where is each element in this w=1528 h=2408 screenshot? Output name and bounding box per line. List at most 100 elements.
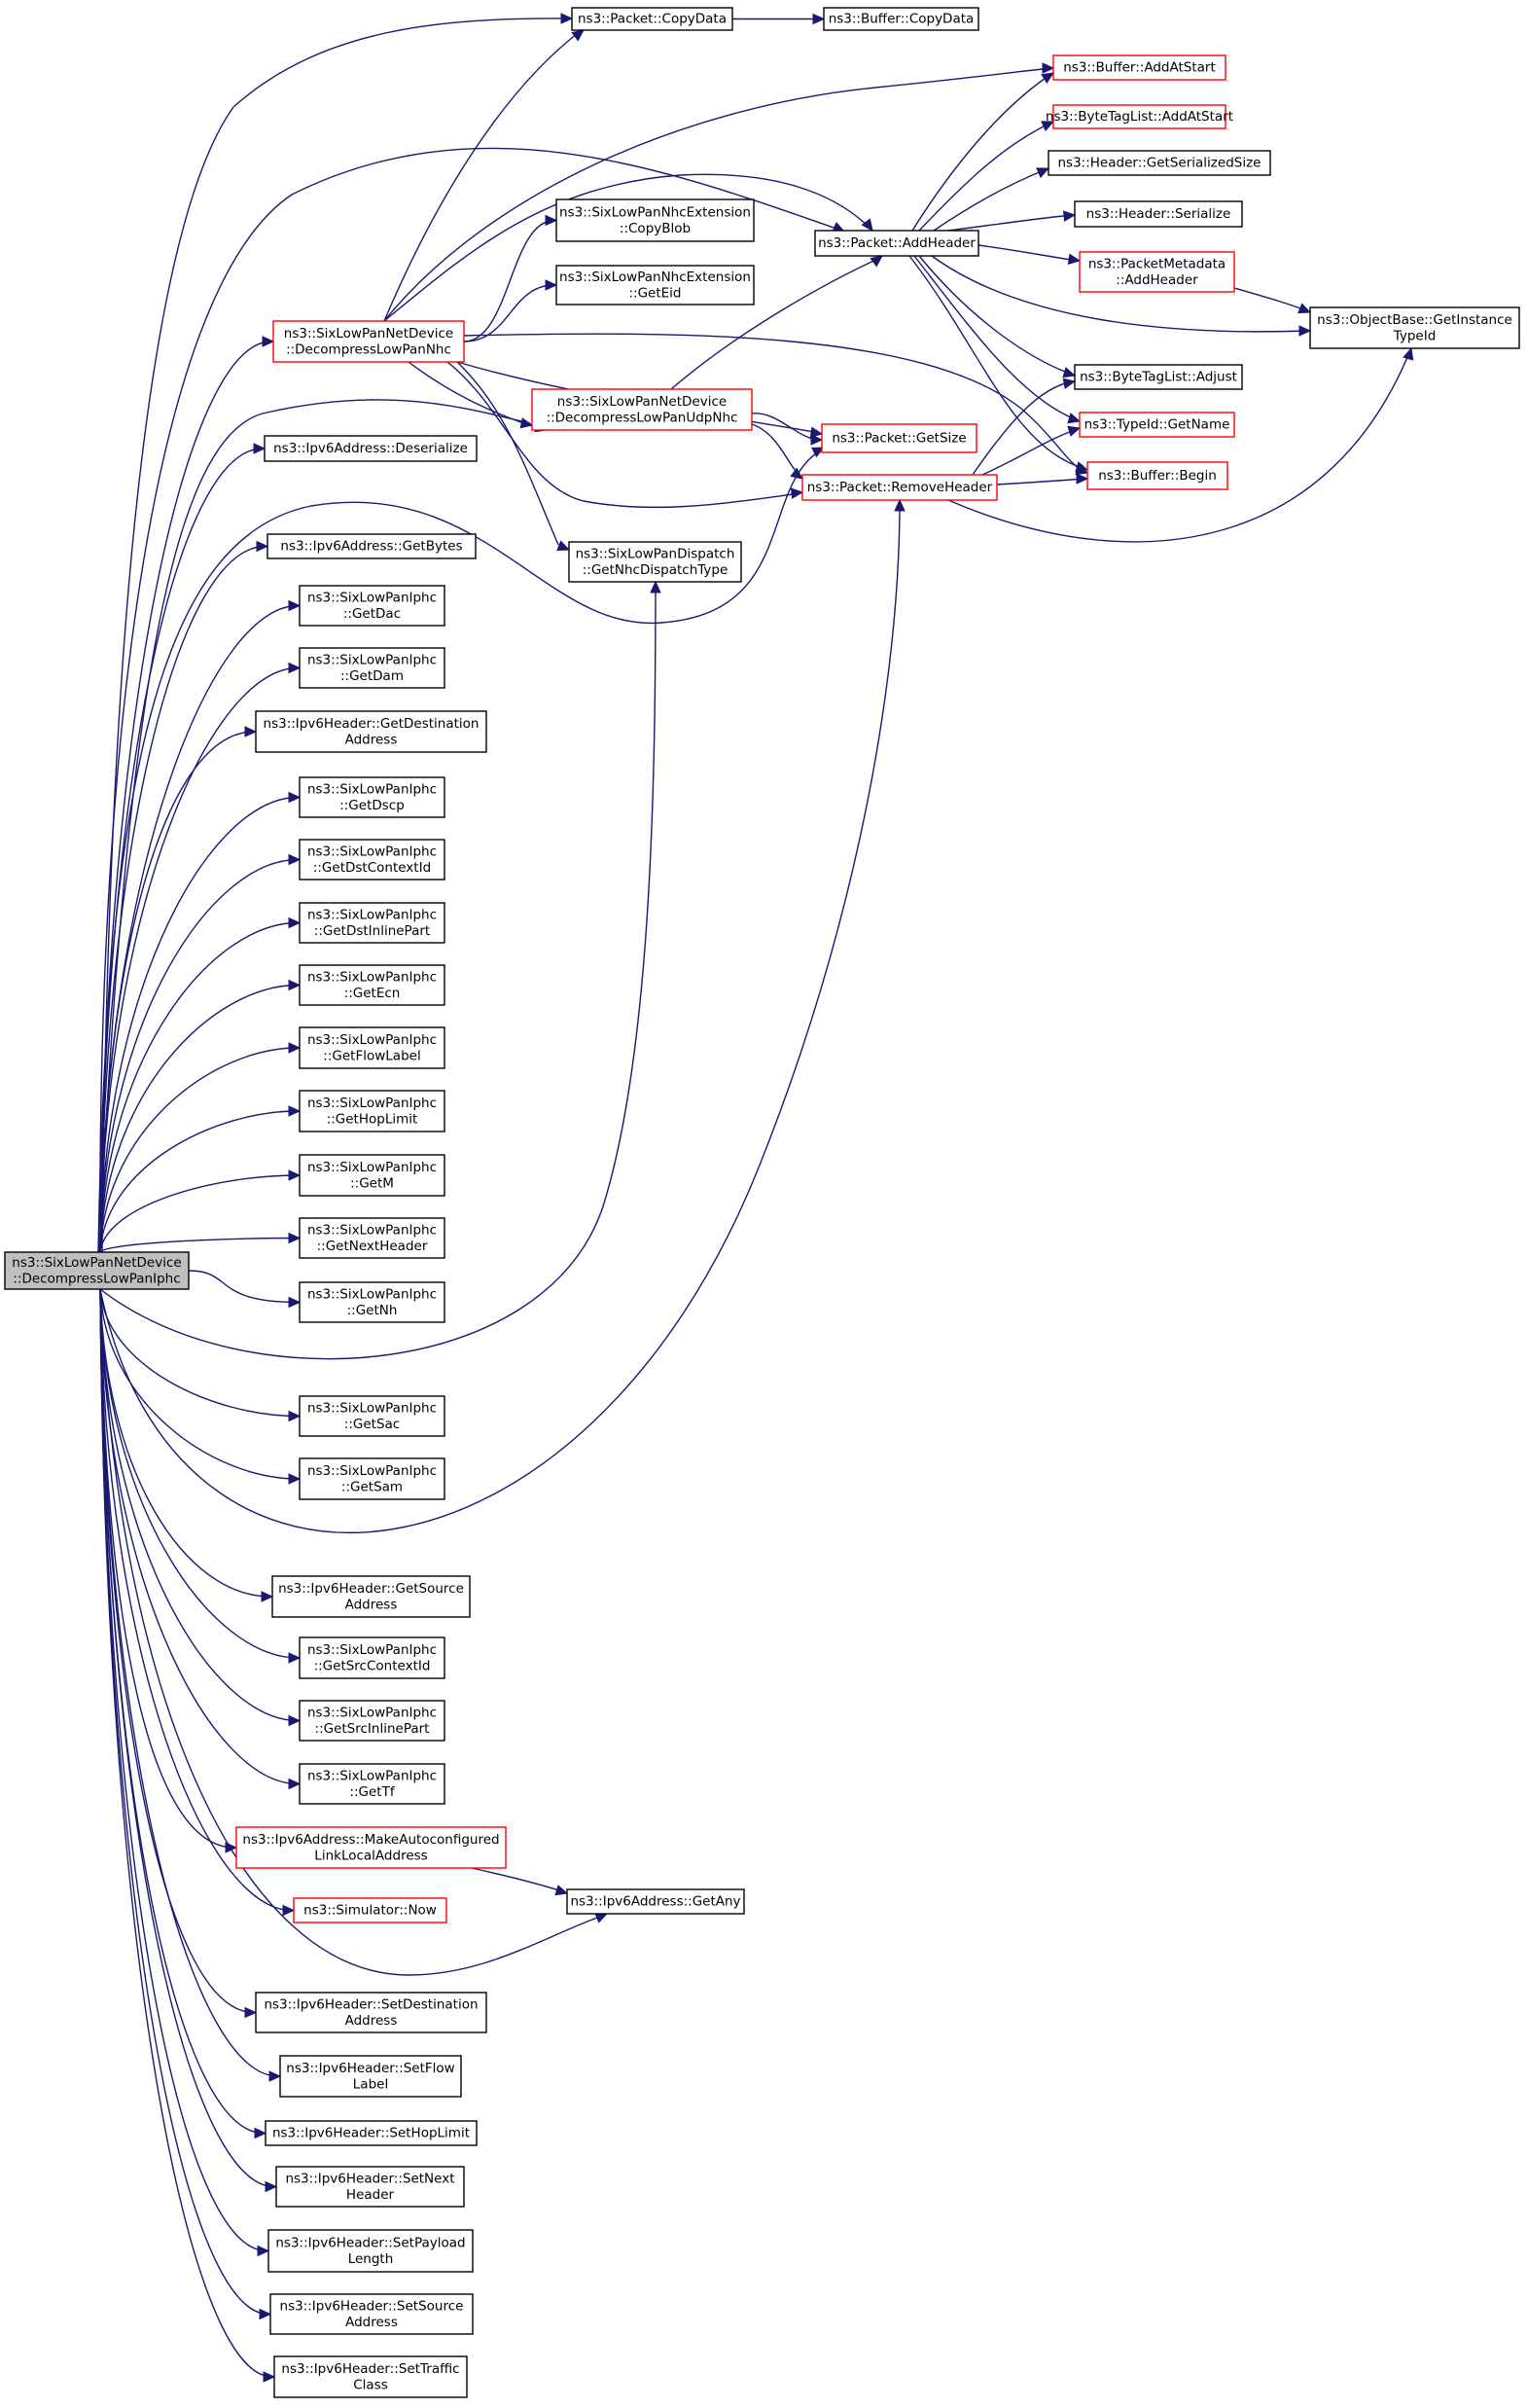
node-ns3-buffer-begin[interactable]: ns3::Buffer::Begin [1086,461,1228,490]
node-ns3-header-getserializedsize[interactable]: ns3::Header::GetSerializedSize [1048,150,1271,176]
node-ns3-sixlowpaniphc-getsrcinlinepart[interactable]: ns3::SixLowPanIphc::GetSrcInlinePart [299,1700,445,1742]
edge-line [1233,287,1309,312]
node-box [299,585,445,627]
edge-line [947,349,1411,543]
node-ns3-sixlowpaniphc-getsrccontextid[interactable]: ns3::SixLowPanIphc::GetSrcContextId [299,1636,445,1679]
node-ns3-sixlowpaniphc-getdam[interactable]: ns3::SixLowPanIphc::GetDam [299,647,445,689]
edge-arrowhead [225,1842,238,1853]
node-ns3-packetmetadata-addheader[interactable]: ns3::PacketMetadata::AddHeader [1079,251,1235,293]
edge-arrowhead [288,662,302,674]
node-box [821,423,977,453]
edge-arrowhead [650,580,661,593]
node-ns3-sixlowpaniphc-getdac[interactable]: ns3::SixLowPanIphc::GetDac [299,585,445,627]
node-label: ::GetNh [347,1303,398,1318]
edge-line [99,858,299,1253]
node-label: ::GetSrcInlinePart [315,1721,430,1737]
node-ns3-ipv6address-makeautoconfiguredlinklocaladdress[interactable]: ns3::Ipv6Address::MakeAutoconfiguredLink… [235,1826,507,1869]
node-ns3-buffer-copydata[interactable]: ns3::Buffer::CopyData [823,7,979,31]
node-ns3-typeid-getname[interactable]: ns3::TypeId::GetName [1079,412,1235,438]
edge-pkt_addheader-to-btl_addatstart [918,121,1055,232]
node-ns3-sixlowpannetdevice-decompresslowpannhc[interactable]: ns3::SixLowPanNetDevice::DecompressLowPa… [272,320,465,363]
node-ns3-packet-removeheader[interactable]: ns3::Packet::RemoveHeader [801,474,998,501]
node-ns3-sixlowpaniphc-gettf[interactable]: ns3::SixLowPanIphc::GetTf [299,1763,445,1805]
node-ns3-sixlowpandispatch-getnhcdispatchtype[interactable]: ns3::SixLowPanDispatch::GetNhcDispatchTy… [568,541,742,583]
node-ns3-sixlowpannhcextension-copyblob[interactable]: ns3::SixLowPanNhcExtension::CopyBlob [555,198,755,242]
edge-line [99,501,901,1534]
edge-dec_udpnhc-to-pkt_getsize [751,413,824,446]
node-ns3-sixlowpaniphc-getdstcontextid[interactable]: ns3::SixLowPanIphc::GetDstContextId [299,839,445,881]
node-ns3-header-serialize[interactable]: ns3::Header::Serialize [1074,200,1243,228]
edge-arrowhead [594,1912,609,1923]
node-ns3-sixlowpannetdevice-decompresslowpanudpnhc[interactable]: ns3::SixLowPanNetDevice::DecompressLowPa… [531,388,753,431]
node-ns3-ipv6address-getbytes[interactable]: ns3::Ipv6Address::GetBytes [267,533,477,559]
node-label: ns3::Ipv6Address::GetBytes [280,539,462,555]
edge-arrowhead [261,1591,274,1602]
node-label: ::GetEcn [344,986,401,1001]
edge-arrowhead [1298,325,1312,337]
node-ns3-packet-addheader[interactable]: ns3::Packet::AddHeader [814,230,979,257]
edge-line [933,168,1048,232]
node-ns3-sixlowpaniphc-getsam[interactable]: ns3::SixLowPanIphc::GetSam [299,1457,445,1500]
edge-arrowhead [1041,72,1055,84]
node-ns3-ipv6header-sethoplimit[interactable]: ns3::Ipv6Header::SetHopLimit [265,2120,478,2146]
edge-arrowhead [861,218,873,232]
node-ns3-sixlowpannetdevice-decompresslowpaniphc[interactable]: ns3::SixLowPanNetDevice::DecompressLowPa… [4,1251,190,1290]
node-ns3-sixlowpaniphc-getflowlabel[interactable]: ns3::SixLowPanIphc::GetFlowLabel [299,1026,445,1069]
node-ns3-sixlowpaniphc-getm[interactable]: ns3::SixLowPanIphc::GetM [299,1154,445,1197]
node-box [299,1154,445,1197]
node-label: ns3::TypeId::GetName [1084,417,1230,433]
node-box [299,647,445,689]
node-label: ns3::Packet::AddHeader [818,235,976,251]
edge-pkt_addheader-to-btl_adjust [918,255,1077,378]
node-box [267,2229,474,2273]
node-ns3-sixlowpaniphc-getnextheader[interactable]: ns3::SixLowPanIphc::GetNextHeader [299,1217,445,1259]
node-ns3-sixlowpaniphc-getdscp[interactable]: ns3::SixLowPanIphc::GetDscp [299,776,445,818]
node-label: ::GetHopLimit [327,1111,418,1127]
node-label: ns3::SixLowPanIphc [307,1642,437,1658]
node-ns3-ipv6address-getany[interactable]: ns3::Ipv6Address::GetAny [566,1888,745,1915]
edge-arrowhead [259,2308,272,2320]
edge-root-to-iphc_getsam [99,1288,302,1485]
edge-arrowhead [288,1169,302,1181]
node-label: ns3::SixLowPanIphc [307,652,437,667]
node-ns3-sixlowpaniphc-getsac[interactable]: ns3::SixLowPanIphc::GetSac [299,1395,445,1437]
edge-line [918,122,1052,232]
node-label: Header [346,2187,395,2203]
node-ns3-packet-getsize[interactable]: ns3::Packet::GetSize [821,423,977,453]
node-ns3-sixlowpaniphc-getdstinlinepart[interactable]: ns3::SixLowPanIphc::GetDstInlinePart [299,902,445,944]
node-ns3-buffer-addatstart[interactable]: ns3::Buffer::AddAtStart [1052,54,1226,81]
node-ns3-sixlowpaniphc-gethoplimit[interactable]: ns3::SixLowPanIphc::GetHopLimit [299,1090,445,1132]
node-ns3-bytetaglist-adjust[interactable]: ns3::ByteTagList::Adjust [1074,364,1243,390]
edge-root-to-iphc_getdstinl [99,916,302,1253]
node-ns3-sixlowpaniphc-getecn[interactable]: ns3::SixLowPanIphc::GetEcn [299,964,445,1006]
node-ns3-simulator-now[interactable]: ns3::Simulator::Now [293,1897,447,1923]
edge-pkt_addheader-to-buf_addatstart [911,72,1055,232]
edge-root-to-ipv6hdr_setnext [99,1288,278,2193]
node-ns3-sixlowpannhcextension-geteid[interactable]: ns3::SixLowPanNhcExtension::GetEid [555,265,755,305]
node-ns3-ipv6address-deserialize[interactable]: ns3::Ipv6Address::Deserialize [264,435,478,462]
edge-arrowhead [288,853,302,866]
node-ns3-packet-copydata[interactable]: ns3::Packet::CopyData [571,7,733,31]
node-label: ns3::Ipv6Address::Deserialize [273,441,468,456]
node-ns3-bytetaglist-addatstart[interactable]: ns3::ByteTagList::AddAtStart [1046,104,1233,129]
edge-root-to-ipv6hdr_setflow [99,1288,282,2082]
node-box [4,1251,190,1290]
node-box [255,710,487,753]
edge-root-to-ipv6addr_getbytes [99,540,269,1253]
node-label: Address [345,1597,398,1612]
node-label: ::GetNhcDispatchType [583,562,728,578]
node-label: ns3::ByteTagList::Adjust [1080,370,1237,385]
edge-root-to-iphc_gettf [99,1288,302,1790]
node-ns3-sixlowpaniphc-getnh[interactable]: ns3::SixLowPanIphc::GetNh [299,1281,445,1323]
edge-arrowhead [282,1904,296,1917]
edge-line [911,73,1052,232]
